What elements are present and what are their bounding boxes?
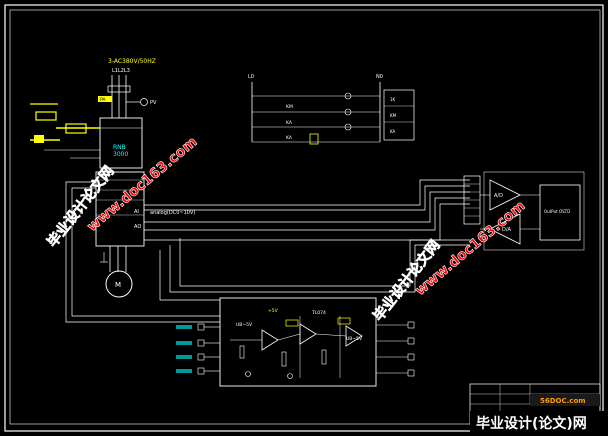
relay-tag-2: KM (390, 113, 397, 118)
relay-row-3: KA (286, 135, 293, 141)
board-label-left: UB~5V (236, 322, 253, 328)
title-block: 56DOC.com (469, 383, 601, 425)
breaker-symbol (107, 85, 131, 93)
dac-label: D/A (502, 227, 512, 233)
signal-bus (65, 179, 470, 323)
fuse-symbol (34, 135, 44, 143)
relay-tag-1: 1K (390, 97, 396, 102)
inverter-section: 3-AC380V/50HZ L1L2L3 PV PA RNB 3000 AI A… (30, 58, 195, 298)
relay-row-1: KM (286, 104, 293, 110)
inverter-name: RNB (113, 144, 126, 151)
phase-label: L1L2L3 (112, 68, 130, 74)
opamp-symbol (261, 329, 279, 351)
relay-ladder: L0 N0 KM KA KA 1K KM KA (248, 74, 415, 145)
coil-icon (344, 108, 352, 116)
motor-icon (105, 270, 133, 298)
footer-site-name: 毕业设计(论文)网 (476, 415, 587, 432)
terminal-block (95, 171, 145, 247)
converter-frame (483, 171, 585, 251)
relay-tag-box (383, 89, 415, 141)
pv-label: PV (150, 100, 157, 106)
drawing-inner-frame (9, 9, 601, 425)
supply-label: 3-AC380V/50HZ (108, 58, 156, 65)
inverter-model: 3000 (113, 151, 128, 158)
inverter-box (99, 117, 143, 169)
board-frame (219, 297, 377, 387)
pa-label: PA (100, 97, 106, 103)
relay-tag-3: KA (390, 129, 396, 134)
titleblock-logo: 56DOC.com (540, 397, 586, 405)
drawing-frame (4, 4, 604, 432)
dsp-label: OutPut OSTD (544, 209, 570, 214)
ref-label: +5V (268, 308, 279, 314)
chip-label: TL074 (311, 310, 326, 316)
footer-logo: 毕业设计(论文)网 (470, 411, 604, 433)
adc-label: A/D (494, 193, 503, 199)
opamp-symbol (345, 325, 363, 347)
switch-symbol (35, 111, 57, 121)
contactor-symbol (65, 123, 87, 134)
dsp-box (539, 184, 581, 241)
opamp-symbol (299, 323, 317, 345)
analog-label: analog(DC0~10V) (150, 210, 195, 216)
watermark-layer: 毕业设计论文网 www.doc163.com 毕业设计论文网 www.doc16… (43, 134, 528, 325)
ai-label: AI (134, 209, 139, 215)
pa-meter-icon (98, 96, 112, 102)
relay-contact-symbol (309, 133, 319, 145)
board-label-right: UB~5V (346, 336, 363, 342)
pv-meter-icon (140, 98, 148, 106)
ao-label: AO (134, 224, 141, 230)
converter-section: A/D D/A OutPut OSTD (463, 171, 585, 251)
coil-icon (344, 92, 352, 100)
svg-text:M: M (115, 281, 121, 289)
relay-row-2: KA (286, 120, 293, 126)
ctrl-line-a: L0 (248, 74, 254, 80)
conditioning-board: UB~5V UB~5V +5V TL074 (176, 297, 415, 387)
coil-icon (344, 123, 352, 131)
ctrl-line-b: N0 (376, 74, 383, 80)
